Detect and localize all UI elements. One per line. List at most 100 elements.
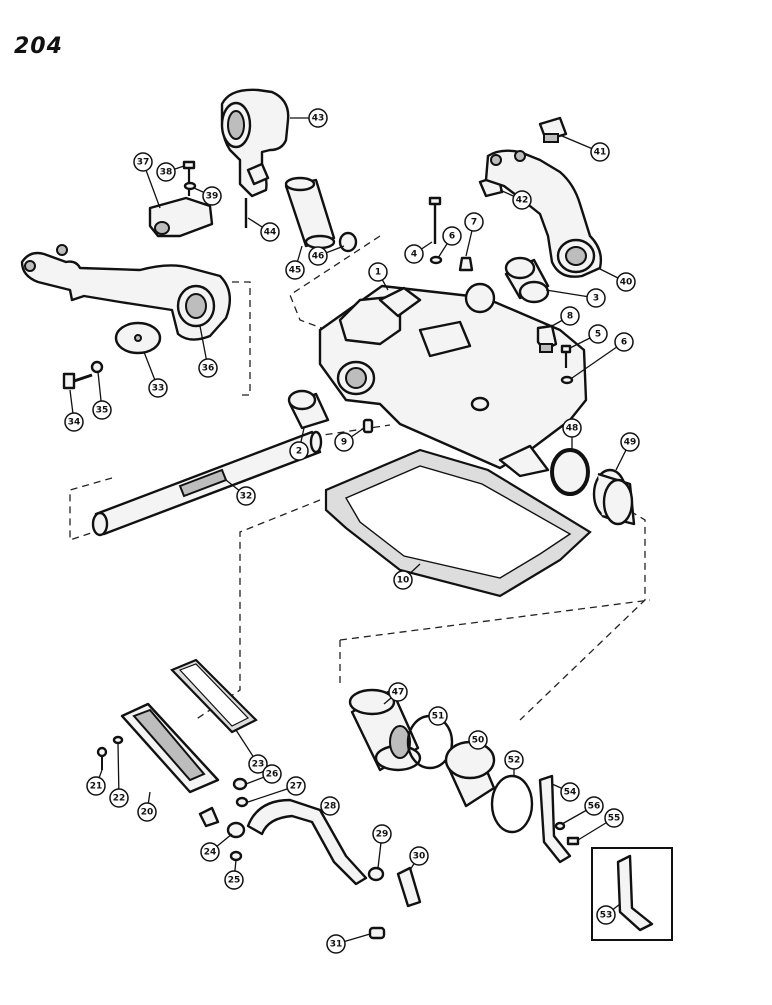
callout-36: 36 <box>198 358 218 378</box>
callout-2: 2 <box>289 441 309 461</box>
callout-circle-53 <box>596 905 616 925</box>
callout-5: 5 <box>588 324 608 344</box>
callout-label-8: 8 <box>567 312 573 322</box>
bolt-part-4 <box>428 196 442 244</box>
callout-label-53: 53 <box>600 911 613 921</box>
callout-circle-28 <box>320 796 340 816</box>
callout-label-51: 51 <box>432 712 445 722</box>
callout-label-33: 33 <box>152 384 165 394</box>
callout-circle-54 <box>560 782 580 802</box>
washer-part-22 <box>112 735 124 745</box>
callout-label-9: 9 <box>341 438 347 448</box>
callout-label-48: 48 <box>566 424 579 434</box>
callout-56: 56 <box>584 796 604 816</box>
sleeve-part-30 <box>396 866 422 908</box>
callout-label-56: 56 <box>588 802 601 812</box>
callout-label-40: 40 <box>620 278 633 288</box>
nut-part-25 <box>229 850 243 862</box>
callout-label-34: 34 <box>68 418 81 428</box>
gasket-part-10 <box>324 448 592 598</box>
callout-circle-24 <box>200 842 220 862</box>
callout-37: 37 <box>133 152 153 172</box>
bolt-part-55 <box>566 836 580 846</box>
callout-1: 1 <box>368 262 388 282</box>
callout-41: 41 <box>590 142 610 162</box>
callout-circle-45 <box>285 260 305 280</box>
callout-circle-25 <box>224 870 244 890</box>
callout-circle-48 <box>562 418 582 438</box>
lift-arm-part-40 <box>484 149 603 278</box>
bracket-part-53 <box>616 854 654 932</box>
callout-label-38: 38 <box>160 168 173 178</box>
tube-part-24a <box>198 806 220 828</box>
callout-label-32: 32 <box>240 492 253 502</box>
callout-label-45: 45 <box>289 266 302 276</box>
callout-circle-2 <box>289 441 309 461</box>
callout-label-46: 46 <box>312 252 325 262</box>
callout-51: 51 <box>428 706 448 726</box>
callout-label-24: 24 <box>204 848 217 858</box>
callout-circle-1 <box>368 262 388 282</box>
washer-part-6-lower <box>560 375 574 385</box>
callout-21: 21 <box>86 776 106 796</box>
callout-circle-42 <box>512 190 532 210</box>
leader-line-6b <box>571 341 625 379</box>
callout-label-49: 49 <box>624 438 637 448</box>
fitting-part-26 <box>232 777 248 791</box>
callout-label-7: 7 <box>471 218 477 228</box>
callout-label-27: 27 <box>290 782 303 792</box>
callout-circle-37 <box>133 152 153 172</box>
washer-part-35 <box>90 360 104 374</box>
callout-circle-22 <box>109 788 129 808</box>
callout-label-50: 50 <box>472 736 485 746</box>
lift-arm-part-36 <box>20 244 232 341</box>
callout-label-31: 31 <box>330 940 343 950</box>
callout-44: 44 <box>260 222 280 242</box>
callout-labels: 4337383944454641424674013856363335342948… <box>64 108 640 954</box>
shaft-part-32 <box>91 430 323 537</box>
callout-22: 22 <box>109 788 129 808</box>
callout-label-55: 55 <box>608 814 621 824</box>
pin-part-45 <box>284 176 336 250</box>
callout-label-4: 4 <box>411 250 417 260</box>
bushing-part-3 <box>504 256 550 304</box>
callout-circle-43 <box>308 108 328 128</box>
bracket-part-54 <box>538 774 572 864</box>
callout-label-52: 52 <box>508 756 521 766</box>
callout-6b: 6 <box>614 332 634 352</box>
callout-label-23: 23 <box>252 760 265 770</box>
callout-circle-55 <box>604 808 624 828</box>
callout-26: 26 <box>262 764 282 784</box>
callout-label-36: 36 <box>202 364 215 374</box>
callout-circle-20 <box>137 802 157 822</box>
callout-circle-30 <box>409 846 429 866</box>
callout-circle-34 <box>64 412 84 432</box>
fitting-part-41 <box>538 116 568 143</box>
callout-circle-39 <box>202 186 222 206</box>
callout-circle-38 <box>156 162 176 182</box>
callout-38: 38 <box>156 162 176 182</box>
callout-34: 34 <box>64 412 84 432</box>
callout-circle-46 <box>308 246 328 266</box>
housing-part-1 <box>318 282 588 478</box>
callout-9: 9 <box>334 432 354 452</box>
callout-label-6b: 6 <box>621 338 627 348</box>
clamp-part-29 <box>367 866 385 882</box>
guide-line-lift-arm <box>232 281 251 396</box>
callout-53: 53 <box>596 905 616 925</box>
callout-label-54: 54 <box>564 788 577 798</box>
callout-48: 48 <box>562 418 582 438</box>
callout-32: 32 <box>236 486 256 506</box>
callout-35: 35 <box>92 400 112 420</box>
bolt-part-38 <box>182 160 196 196</box>
piston-part-50 <box>444 738 496 808</box>
callout-27: 27 <box>286 776 306 796</box>
callout-circle-9 <box>334 432 354 452</box>
callout-label-22: 22 <box>113 794 126 804</box>
callout-label-35: 35 <box>96 406 109 416</box>
callout-circle-50 <box>468 730 488 750</box>
callout-label-1: 1 <box>375 268 381 278</box>
callout-39: 39 <box>202 186 222 206</box>
callout-label-41: 41 <box>594 148 607 158</box>
